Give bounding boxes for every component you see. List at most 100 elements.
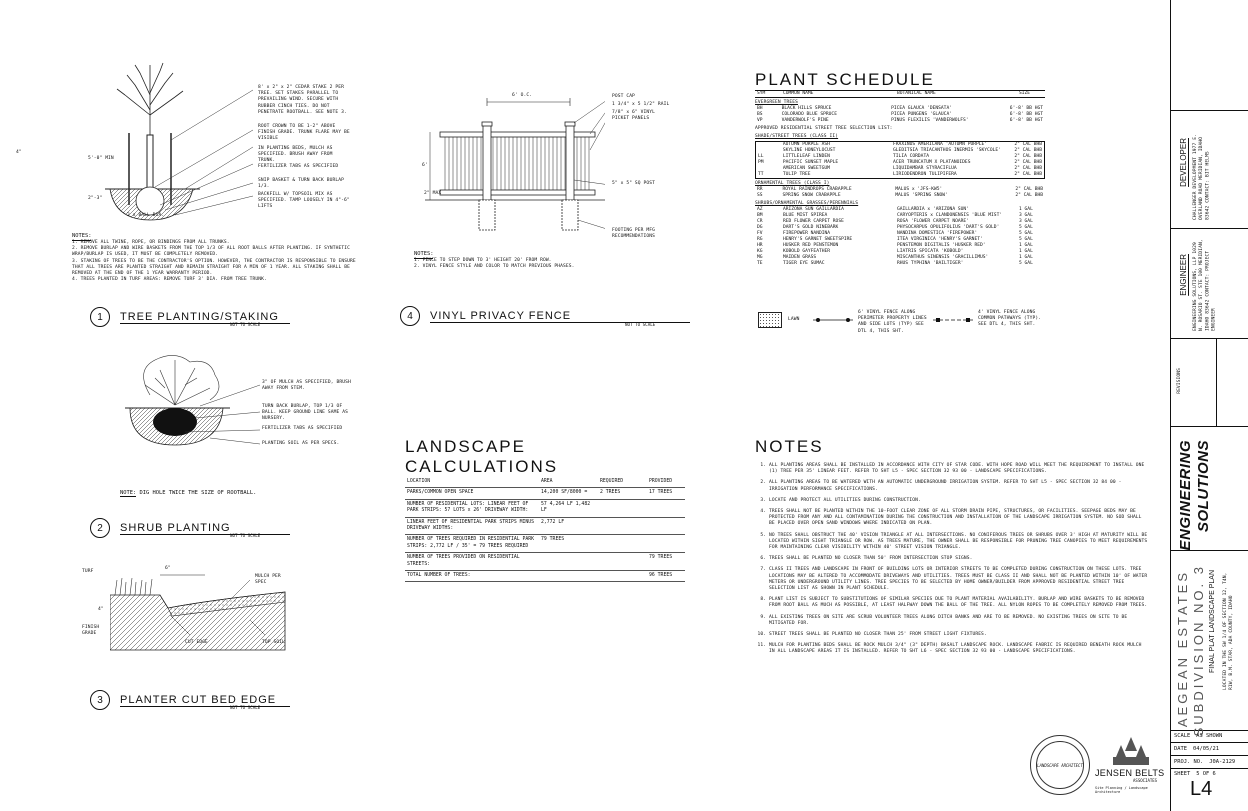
label-6in: 6" (165, 566, 171, 571)
lc-col-location: LOCATION (405, 477, 539, 489)
landscape-calc-title: LANDSCAPE CALCULATIONS (405, 437, 559, 476)
plant-size: 3 GAL (1019, 219, 1033, 225)
fence-dim-2in: 2" MAX (424, 191, 442, 196)
lc-required (598, 534, 647, 554)
proj-value: J0A-2129 (1209, 758, 1236, 765)
dim-ball-dia: 2 x BALL DIA. (127, 213, 165, 218)
detail-number: 1 (90, 307, 110, 327)
detail-name: TREE PLANTING/STAKING (120, 311, 290, 324)
plant-common-name: TULIP TREE (782, 171, 811, 177)
plant-legend: LAWN 6' VINYL FENCE ALONG PERIMETER PROP… (758, 308, 1048, 336)
plant-sym: RR (757, 186, 763, 192)
legend-fence6: 6' VINYL FENCE ALONG PERIMETER PROPERTY … (858, 310, 927, 334)
label-4in: 4" (98, 607, 104, 612)
plant-size: 2" CAL BHB (1014, 147, 1042, 153)
date-value: 04/05/21 (1192, 745, 1219, 752)
engineer-label: ENGINEER (1179, 254, 1188, 296)
plant-size: 5 GAL (1019, 231, 1033, 237)
lc-location: TOTAL NUMBER OF TREES: (405, 570, 539, 583)
tree-note-3: 3. STAKING OF TREES TO BE THE CONTRACTOR… (72, 258, 356, 277)
lc-location: NUMBER OF TREES REQUIRED IN RESIDENTIAL … (405, 534, 539, 554)
plant-size: 1 GAL (1019, 243, 1033, 249)
lc-location: NUMBER OF TREES PROVIDED ON RESIDENTIAL … (405, 552, 539, 572)
note-item: STREET TREES SHALL BE PLANTED NO CLOSER … (769, 632, 1150, 638)
sheet-value: 5 OF 6 (1196, 771, 1216, 777)
developer-info: CHALLENGER DEVELOPMENT 1977 E. OVERLAND … (1193, 134, 1211, 220)
sheet-label: SHEET (1174, 771, 1191, 777)
shrub-callout-fertilizer: FERTILIZER TABS AS SPECIFIED (262, 426, 343, 431)
title-block: DEVELOPER CHALLENGER DEVELOPMENT 1977 E.… (1170, 0, 1248, 811)
plant-botanical-name: CARYOPTERIS x CLANDONENSIS 'BLUE MIST' (897, 213, 1003, 219)
col-botanical: BOTANICAL NAME (897, 91, 936, 96)
logo-line1: ENGINEERING (1177, 440, 1194, 551)
logo-line2: SOLUTIONS (1195, 440, 1212, 533)
plant-common-name: LITTLELEAF LINDEN (782, 153, 830, 159)
project-line1: AEGEAN ESTATES (1175, 570, 1190, 728)
plant-size: 5 GAL (1019, 237, 1033, 243)
plant-sym: PM (758, 159, 764, 165)
plant-size: 6'-8' BB HGT (1009, 106, 1043, 112)
lc-location: LINEAR FEET OF RESIDENTIAL PARK STRIPS M… (405, 517, 539, 536)
general-notes: NOTES ALL PLANTING AREAS SHALL BE INSTAL… (755, 437, 1150, 661)
plant-botanical-name: TILIA CORDATA (893, 153, 929, 159)
plant-sym: KG (757, 249, 763, 255)
plant-common-name: VANDERWOLF'S PINE (781, 118, 829, 124)
lc-col-required: REQUIRED (598, 477, 647, 489)
plant-common-name: COLORADO BLUE SPRUCE (781, 112, 837, 118)
plant-botanical-name: RHUS TYPHINA 'BAILTIGER' (897, 261, 964, 267)
plant-group-header: ORNAMENTAL TREES (CLASS I) (755, 180, 830, 186)
label-finish-grade: FINISH GRADE (82, 625, 100, 637)
landscape-calculations: LANDSCAPE CALCULATIONS LOCATION AREA REQ… (405, 437, 685, 583)
label-turf: TURF (82, 569, 94, 574)
note-item: CLASS II TREES AND LANDSCAPE IN FRONT OF… (769, 567, 1150, 592)
plant-common-name: ROYAL RAINDROPS CRABAPPLE (782, 186, 852, 192)
landscape-calc-table: LOCATION AREA REQUIRED PROVIDED PARKS/CO… (405, 477, 685, 583)
plant-botanical-name: ROSA 'FLOWER CARPET NOARE' (897, 219, 969, 225)
shrub-callout-burlap: TURN BACK BURLAP, TOP 1/3 OF BALL. KEEP … (262, 404, 348, 422)
nts-label: NOT TO SCALE (625, 322, 656, 327)
lc-required (598, 552, 647, 572)
plant-sym: CR (757, 219, 763, 225)
plant-size: 3 GAL (1019, 213, 1033, 219)
detail-number: 3 (90, 690, 110, 710)
tb-revisions: REVISIONS (1171, 338, 1248, 427)
detail-name: SHRUB PLANTING (120, 522, 290, 535)
plant-size: 2" CAL BHB (1015, 186, 1043, 192)
lc-provided: 17 TREES (647, 487, 685, 500)
plant-common-name: FIREPOWER NANDINA (783, 231, 831, 237)
plant-schedule-title: PLANT SCHEDULE (755, 70, 935, 89)
col-common: COMMON NAME (783, 91, 814, 96)
lc-area: 79 TREES (539, 534, 598, 554)
plant-common-name: TIGER EYE SUMAC (783, 261, 825, 267)
project-line2: SUBDIVISION NO. 3 (1191, 564, 1206, 737)
note-item: TREES SHALL BE PLANTED NO CLOSER THAN 50… (769, 556, 1150, 562)
plant-botanical-name: LIQUIDAMBAR STYRACIFLUA (893, 165, 957, 171)
label-top-soil: TOP SOIL (262, 640, 285, 645)
callout-stake: 8' x 2" x 2" CEDAR STAKE 2 PER TREE. SET… (258, 85, 347, 115)
detail-name: VINYL PRIVACY FENCE (430, 310, 690, 323)
seal-text: LANDSCAPE ARCHITECT (1036, 741, 1084, 789)
callout-fertilizer: FERTILIZER TABS AS SPECIFIED (258, 164, 339, 169)
plant-common-name: SPRING SNOW CRABAPPLE (782, 192, 841, 198)
lc-provided (647, 499, 685, 518)
detail-name: PLANTER CUT BED EDGE (120, 694, 290, 707)
plant-sym: MG (757, 255, 763, 261)
plant-sym: RG (757, 237, 763, 243)
plant-botanical-name: MISCANTHUS SINENSIS 'GRACILLIMUS' (897, 255, 989, 261)
label-mulch: MULCH PER SPEC (255, 574, 281, 586)
landscape-calc-row: LINEAR FEET OF RESIDENTIAL PARK STRIPS M… (405, 517, 685, 536)
fence-note-2: 2. VINYL FENCE STYLE AND COLOR TO MATCH … (414, 264, 575, 270)
legend-lawn: LAWN (788, 317, 800, 322)
tb-project: AEGEAN ESTATES SUBDIVISION NO. 3 FINAL P… (1171, 550, 1248, 736)
landscape-calc-row: NUMBER OF RESIDENTIAL LOTS: LINEAR FEET … (405, 499, 685, 518)
plant-group-header: APPROVED RESIDENTIAL STREET TREE SELECTI… (755, 126, 893, 132)
